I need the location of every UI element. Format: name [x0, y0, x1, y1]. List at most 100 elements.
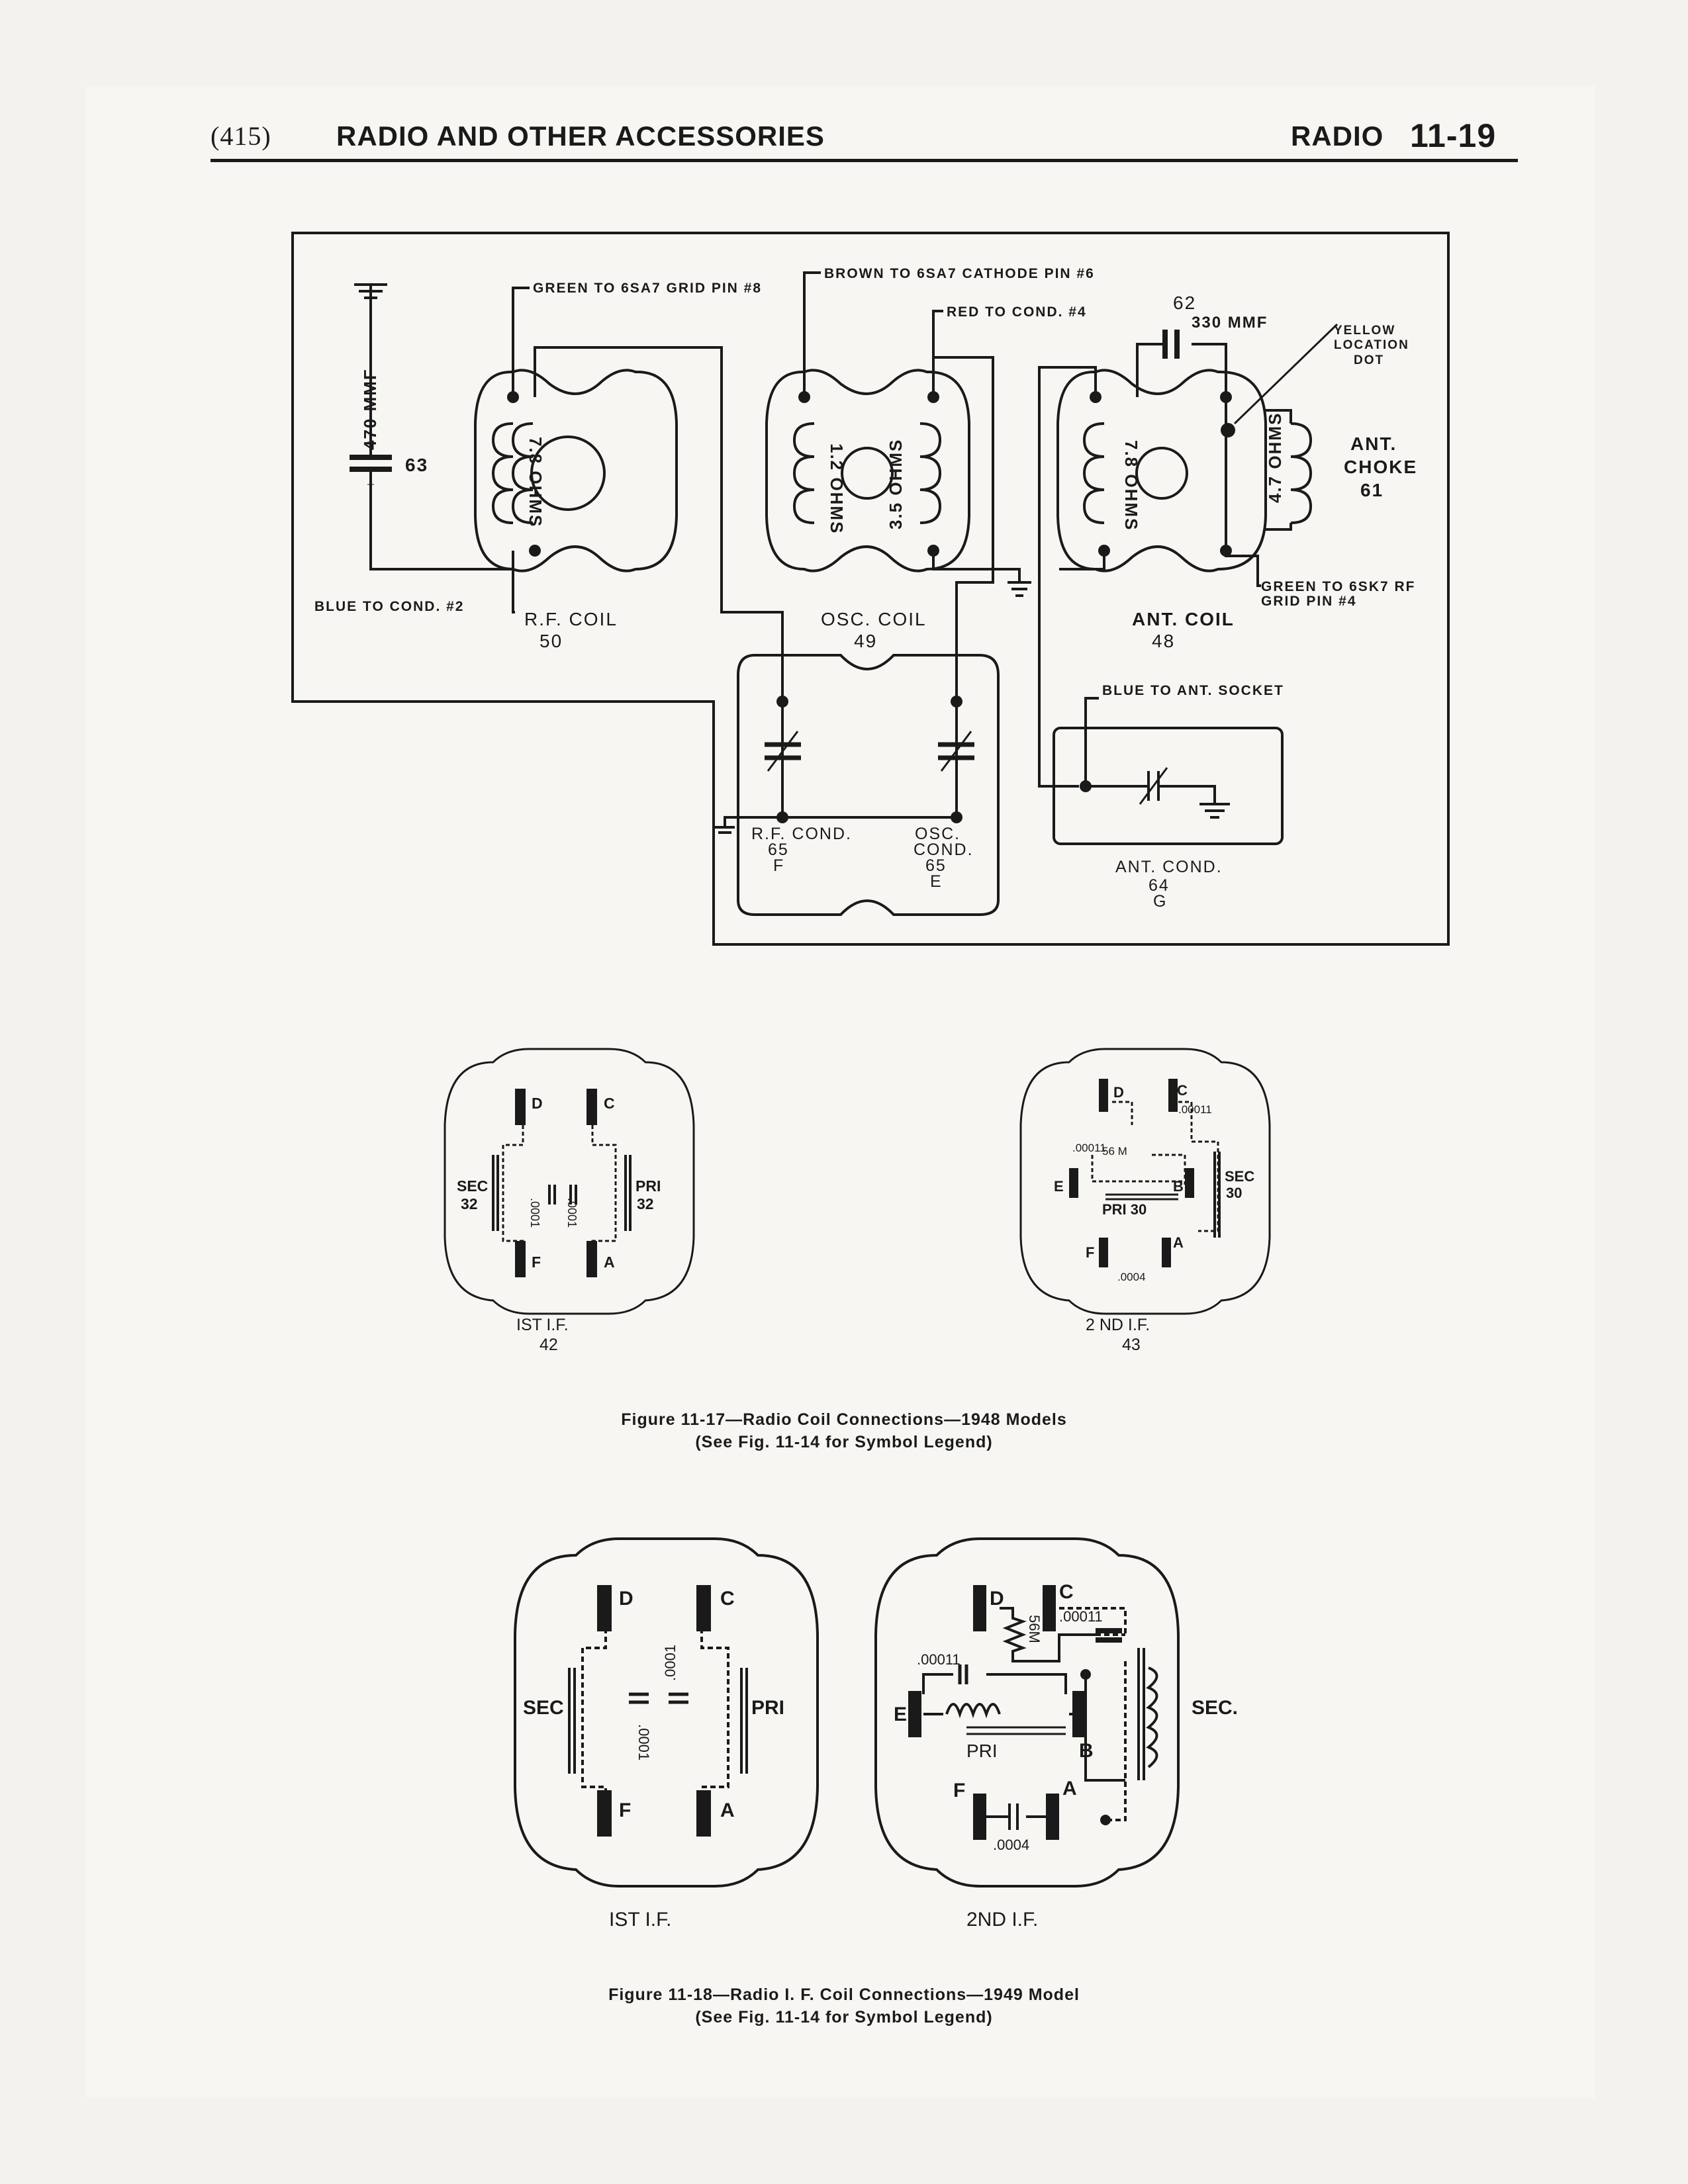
if1b-label-c: C: [720, 1588, 735, 1610]
if2b-name: 2ND I.F.: [966, 1909, 1038, 1931]
label-osc-cond-3: 65: [925, 856, 947, 875]
if1a-label-sec-num: 32: [461, 1195, 478, 1212]
if1b-name: IST I.F.: [609, 1909, 671, 1931]
if2b-label-c: C: [1059, 1581, 1074, 1603]
label-osc-cond-4: E: [930, 872, 943, 891]
label-osc-cond-2: COND.: [914, 841, 974, 859]
if1a-label-pri: PRI: [635, 1177, 661, 1195]
if1b-label-f: F: [619, 1799, 631, 1821]
if2b-cap-c: .00011: [1059, 1608, 1103, 1625]
if1a-name: IST I.F.: [516, 1316, 569, 1334]
label-osc-cond-1: OSC.: [915, 825, 961, 843]
fig18-caption-2: (See Fig. 11-14 for Symbol Legend): [695, 2008, 993, 2026]
fig18-if1: [514, 1537, 819, 1888]
if2b-label-b: B: [1079, 1740, 1094, 1762]
label-choke-ohms: 4.7 OHMS: [1265, 412, 1285, 503]
junction-dots: [507, 391, 1235, 823]
if2b-pri: PRI: [966, 1741, 998, 1761]
if1b-label-d: D: [619, 1588, 633, 1610]
rf-coil-body: [474, 369, 678, 572]
label-rf-ohms: 7.8 OHMS: [526, 437, 545, 527]
label-ant-ohms: 7.8 OHMS: [1121, 440, 1141, 531]
header-rule: [211, 159, 1518, 162]
brown-lead: [803, 271, 821, 397]
if1a-label-pri-num: 32: [637, 1195, 654, 1212]
label-rf-cond-1: R.F. COND.: [751, 825, 852, 843]
label-rf-cond-3: F: [773, 856, 784, 875]
label-osc-ohms-1: 1.2 OHMS: [827, 443, 847, 534]
fig17-if2: [1019, 1048, 1271, 1315]
ant-cond-box: [1053, 727, 1284, 845]
if1b-cap1: .0001: [635, 1724, 652, 1760]
if1b-cap2: .0001: [662, 1645, 679, 1681]
if1a-cap2: .0001: [565, 1198, 579, 1228]
osc-coil-body: [765, 369, 970, 572]
label-cap62-val: 330 MMF: [1192, 314, 1268, 332]
label-ant-coil: ANT. COIL: [1132, 609, 1235, 629]
cap62-leads: [1136, 343, 1227, 397]
rf-to-cond-lead: [534, 346, 784, 705]
ant-green-lead: [1225, 397, 1261, 587]
page-background: [86, 86, 1595, 2098]
label-ant-cond-3: G: [1153, 892, 1167, 911]
label-yellow-1: YELLOW: [1334, 324, 1395, 338]
if2a-sec-num: 30: [1226, 1185, 1242, 1201]
label-green-6sa7: GREEN TO 6SA7 GRID PIN #8: [533, 281, 762, 296]
if1a-label-a: A: [604, 1253, 615, 1271]
section-name: RADIO: [1291, 120, 1384, 152]
if2a-cap-c: .00011: [1178, 1103, 1212, 1116]
label-osc-coil: OSC. COIL: [821, 609, 927, 629]
if2a-label-e: E: [1054, 1178, 1064, 1195]
if1a-num: 42: [539, 1336, 558, 1354]
if2b-cap-e: .00011: [917, 1651, 961, 1668]
label-cap470: 470 MMF: [360, 368, 380, 450]
cap62: [1162, 330, 1180, 359]
ant-coil-body: [1056, 369, 1267, 572]
label-ant-cond-2: 64: [1149, 876, 1170, 895]
label-blue-ant: BLUE TO ANT. SOCKET: [1102, 683, 1284, 698]
red-lead: [932, 310, 943, 397]
rf-coil-core: [530, 435, 606, 511]
outer-frame: [291, 232, 1450, 946]
osc-to-cond-lead: [933, 356, 994, 705]
if1a-label-f: F: [532, 1253, 541, 1271]
label-ant-choke-2: CHOKE: [1344, 457, 1417, 477]
if2b-label-d: D: [990, 1588, 1004, 1610]
if2a-label-b: B: [1173, 1178, 1184, 1195]
label-osc-coil-num: 49: [854, 631, 877, 651]
if1b-label-pri: PRI: [751, 1697, 784, 1719]
if2a-num: 43: [1122, 1336, 1141, 1354]
label-osc-ohms-2: 3.5 OHMS: [886, 439, 906, 529]
if2a-res: 56 M: [1102, 1145, 1127, 1158]
if2a-label-a: A: [1173, 1234, 1184, 1251]
label-yellow-2: LOCATION: [1334, 338, 1409, 352]
label-ant-choke-1: ANT.: [1350, 433, 1397, 454]
if1a-label-c: C: [604, 1095, 615, 1112]
label-blue-cond: BLUE TO COND. #2: [314, 599, 464, 614]
page-number: 11-19: [1410, 117, 1497, 154]
ground-top: [354, 283, 387, 299]
label-red-cond: RED TO COND. #4: [947, 304, 1087, 320]
label-green-6sk7-1: GREEN TO 6SK7 RF: [1261, 579, 1416, 594]
label-rf-cond-2: 65: [768, 841, 789, 859]
if2b-label-a: A: [1062, 1778, 1077, 1799]
if2b-sec: SEC.: [1192, 1697, 1238, 1719]
ant-coil-core: [1135, 447, 1188, 500]
if1a-label-d: D: [532, 1095, 543, 1112]
fig17-if1: [444, 1048, 695, 1315]
if2a-cap-e: .00011: [1072, 1142, 1106, 1154]
label-ant-choke-3: 61: [1360, 480, 1383, 500]
rf-green-lead: [512, 287, 530, 397]
if2a-label-c: C: [1177, 1082, 1188, 1099]
if1b-label-a: A: [720, 1799, 735, 1821]
if2b-label-f: F: [953, 1780, 965, 1801]
label-cap63: 63: [405, 455, 428, 475]
osc-coil-core: [841, 447, 894, 500]
if2b-cap-f: .0004: [993, 1837, 1029, 1853]
page-ref: (415): [211, 121, 271, 151]
label-ant-cond-1: ANT. COND.: [1115, 858, 1223, 876]
if2b-label-e: E: [894, 1704, 907, 1725]
label-yellow-3: DOT: [1354, 353, 1384, 367]
if2b-res: 56M: [1026, 1615, 1043, 1643]
